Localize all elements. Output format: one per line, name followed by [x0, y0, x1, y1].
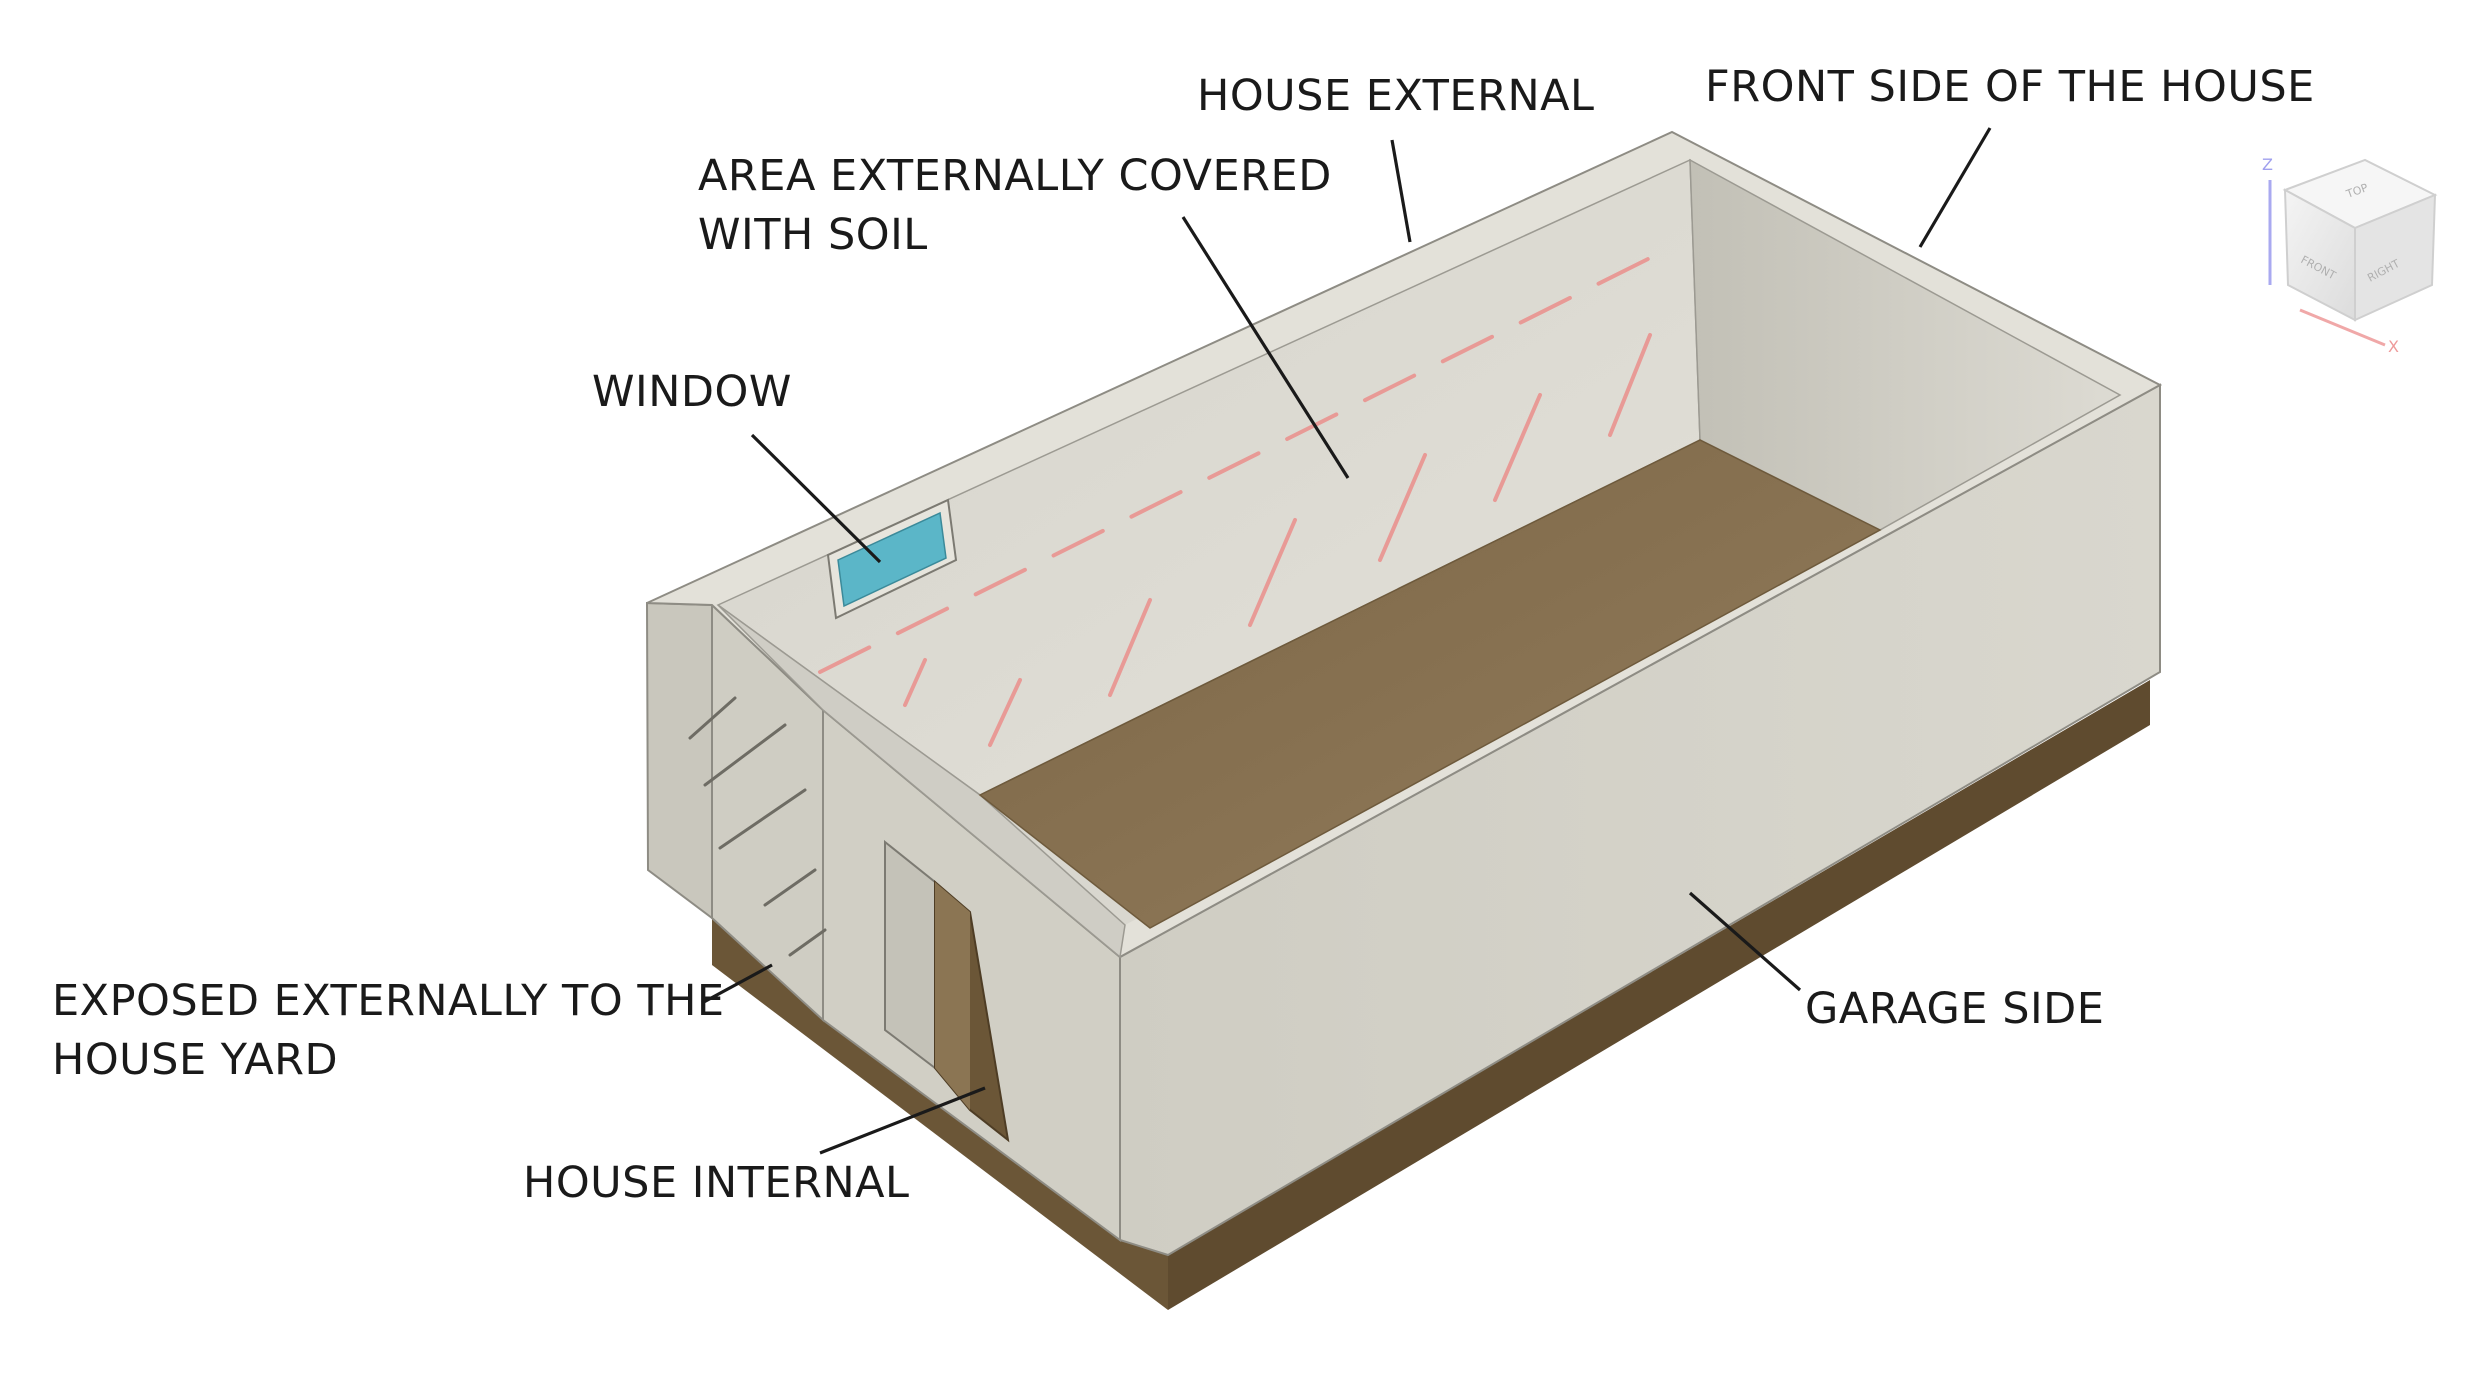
yard-hatch: [688, 696, 827, 957]
leader-window: [750, 433, 882, 564]
label-house-external: HOUSE EXTERNAL: [1197, 71, 1595, 121]
label-soil-area-line1: AREA EXTERNALLY COVERED: [698, 151, 1332, 201]
label-house-internal: HOUSE INTERNAL: [523, 1158, 909, 1208]
floor: [978, 439, 1882, 929]
house-model: [645, 130, 2163, 1310]
label-soil-area-line2: WITH SOIL: [698, 210, 928, 260]
soil-hatch: [818, 246, 1672, 747]
leader-front-side: [1918, 127, 1992, 248]
yard-wall: [645, 601, 713, 920]
window-glass: [837, 511, 947, 608]
leader-house-internal: [819, 1086, 986, 1155]
view-cube-z-label: Z: [2262, 155, 2273, 174]
inner-left-wall: [717, 604, 1126, 959]
door-opening: [884, 839, 936, 1071]
door-jamb: [935, 882, 970, 1110]
view-cube-x-axis: [2299, 308, 2386, 347]
foundation-base-right: [1168, 680, 2150, 1310]
leader-garage-side: [1688, 891, 1802, 992]
label-yard-line1: EXPOSED EXTERNALLY TO THE: [52, 976, 725, 1026]
view-cube[interactable]: TOP FRONT RIGHT Z X: [2262, 155, 2438, 356]
leader-yard: [701, 963, 773, 1005]
leader-soil-area: [1181, 216, 1350, 479]
annotation-labels: HOUSE EXTERNAL FRONT SIDE OF THE HOUSE A…: [52, 62, 2315, 1208]
label-front-side: FRONT SIDE OF THE HOUSE: [1705, 62, 2315, 112]
label-window: WINDOW: [592, 367, 792, 417]
leader-lines: [701, 127, 1992, 1155]
label-garage-side: GARAGE SIDE: [1805, 984, 2104, 1034]
label-yard-line2: HOUSE YARD: [52, 1035, 338, 1085]
leader-house-external: [1390, 139, 1412, 243]
view-cube-x-label: X: [2388, 337, 2399, 356]
view-cube-right[interactable]: [2354, 193, 2437, 322]
